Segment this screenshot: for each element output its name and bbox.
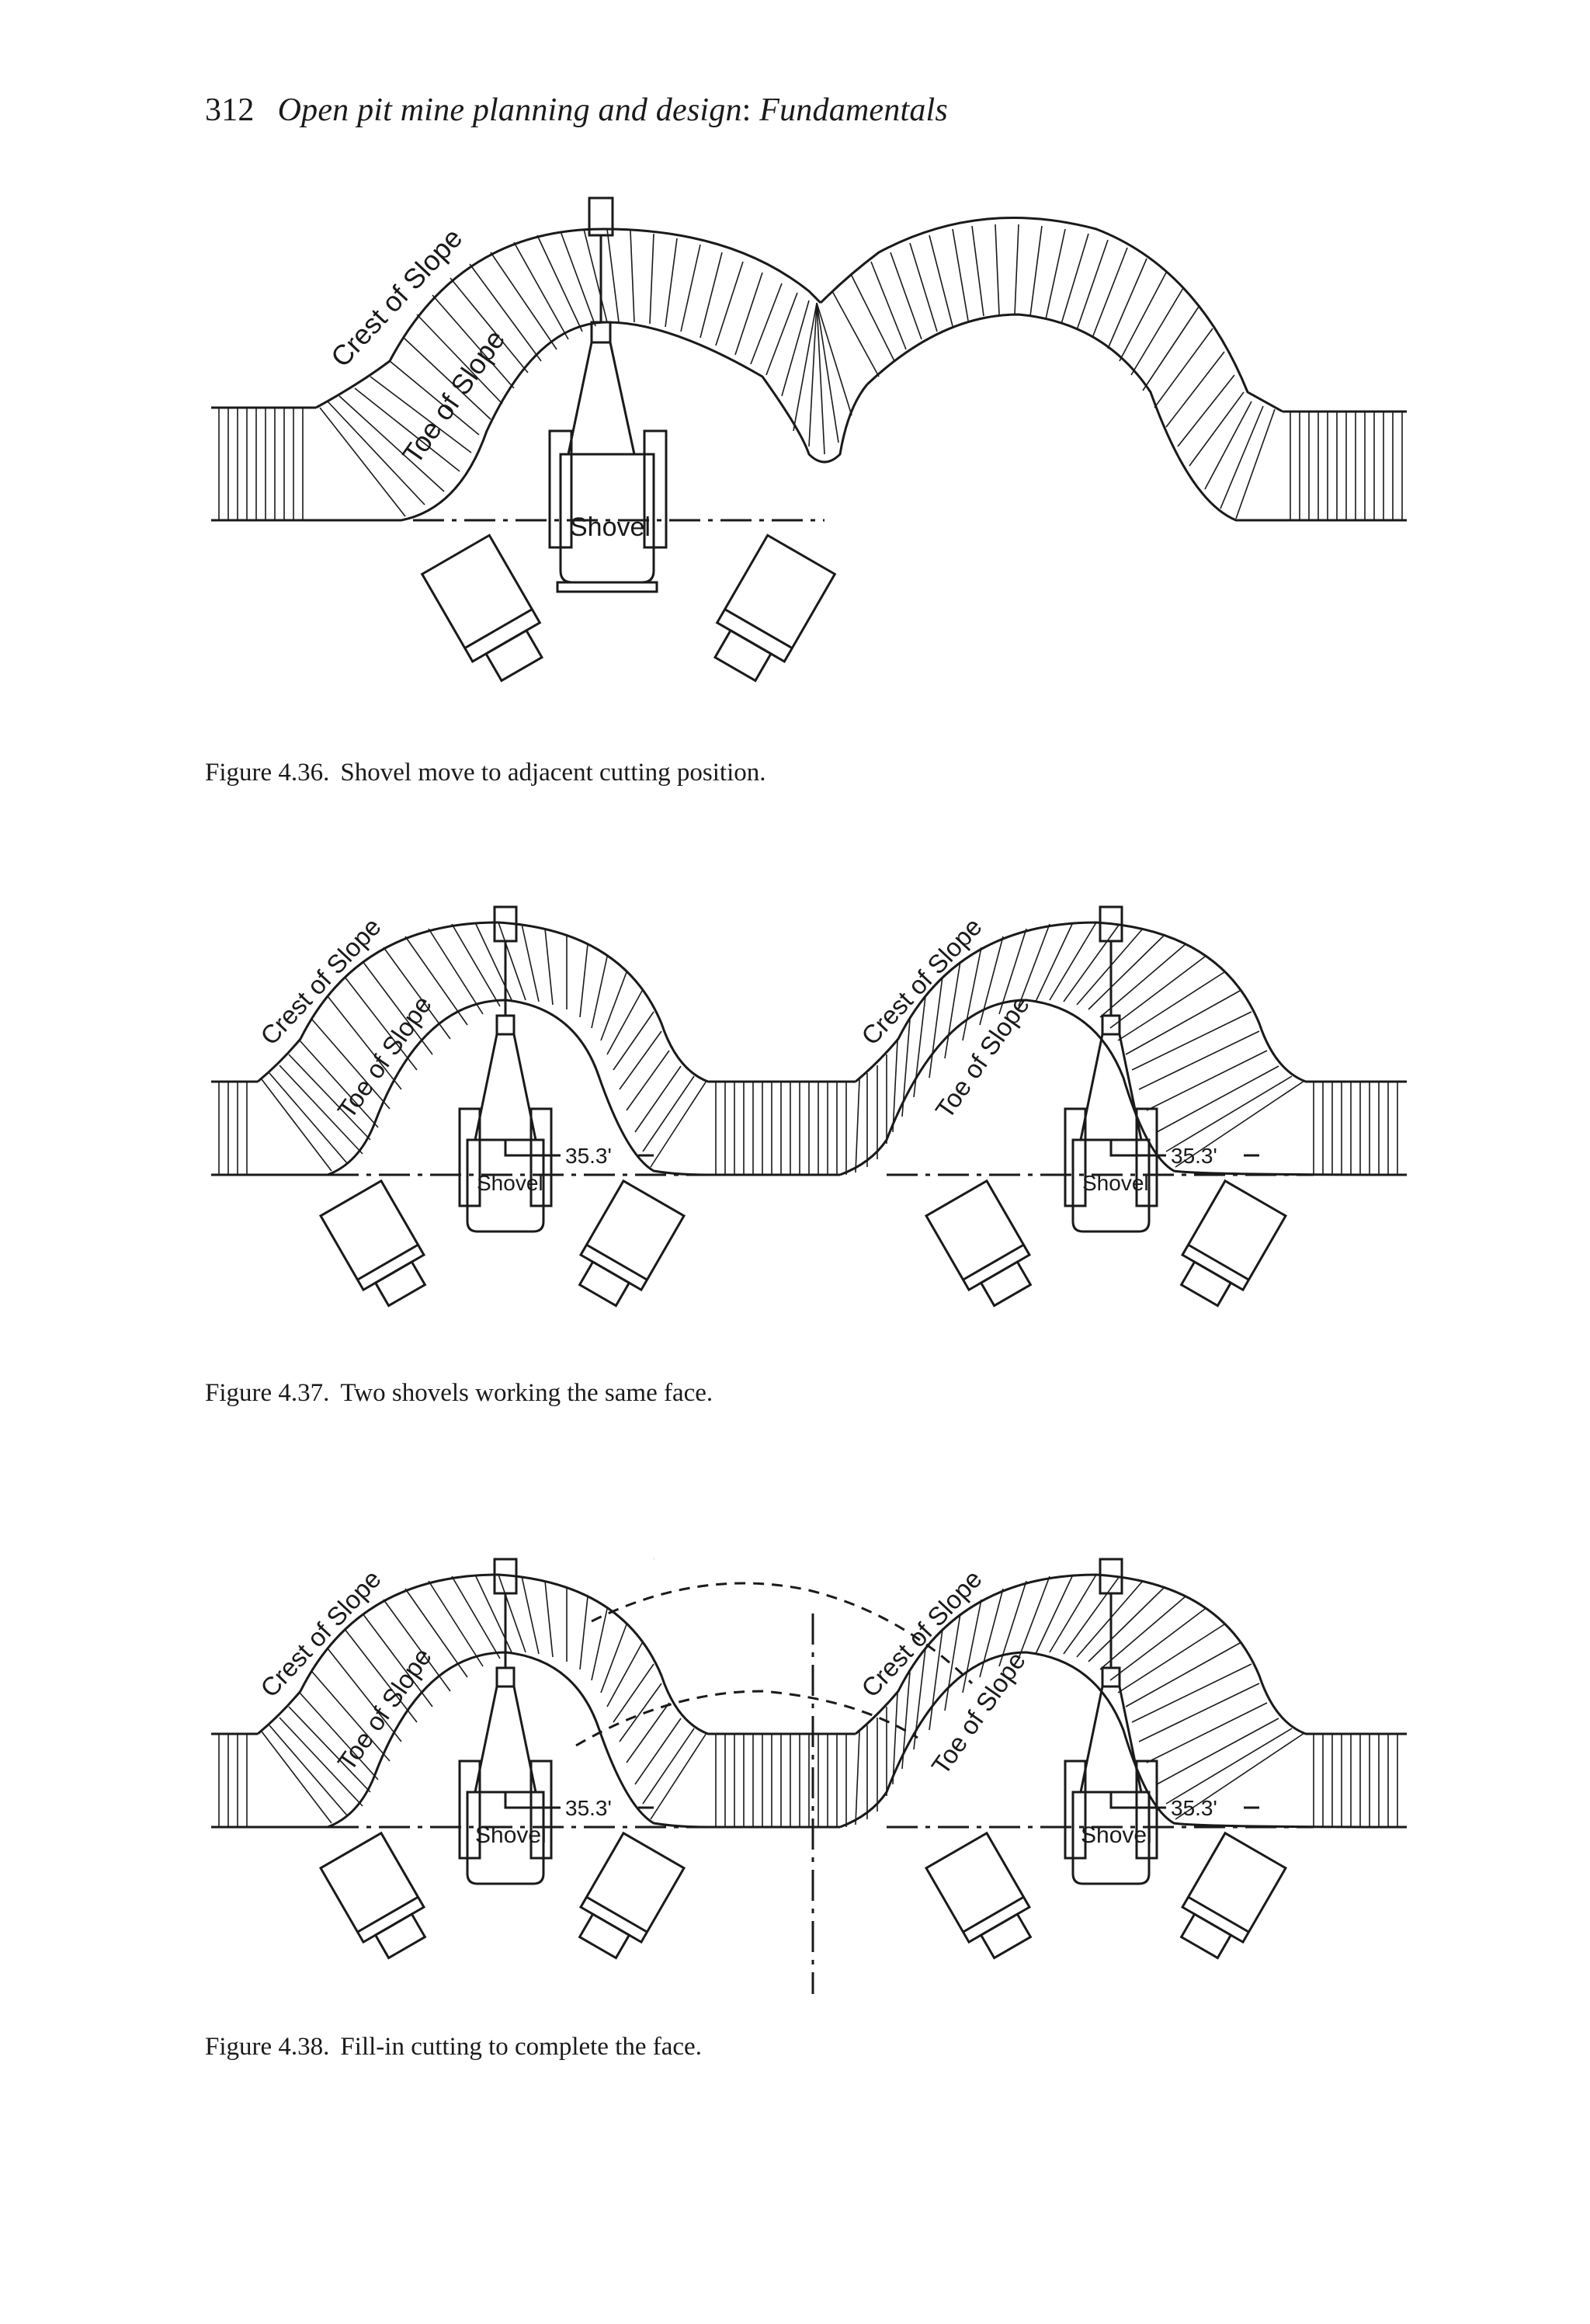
toe-of-slope-label-right: Toe of Slope: [925, 1647, 1031, 1780]
toe-of-slope-label: Toe of Slope: [396, 324, 511, 469]
figure-4-37-diagram: Crest of Slope Toe of Slope Shovel 35.3'…: [211, 905, 1408, 1308]
caption-text: Fill-in cutting to complete the face.: [340, 2033, 702, 2061]
shovel-label-right: Shovel: [1081, 1822, 1152, 1848]
dimension-label-left: 35.3': [565, 1796, 612, 1820]
figure-4-38: Crest of Slope Toe of Slope Shovel 35.3'…: [203, 1558, 1415, 1994]
shovel-label: Shovel: [570, 512, 651, 542]
figure-4-37: Crest of Slope Toe of Slope Shovel 35.3'…: [203, 905, 1415, 1342]
shovel-label-right: Shovel: [1082, 1171, 1149, 1195]
book-title: Open pit mine planning and design: [277, 92, 742, 128]
figure-4-38-caption: Figure 4.38. Fill-in cutting to complete …: [205, 2033, 702, 2062]
caption-text: Two shovels working the same face.: [340, 1379, 713, 1407]
dimension-label-left: 35.3': [565, 1144, 612, 1168]
page-header: 312 Open pit mine planning and design: Fu…: [205, 92, 948, 129]
shovel-label-left: Shovel: [475, 1822, 547, 1848]
page-number: 312: [205, 92, 255, 128]
shovel-label-left: Shovel: [477, 1171, 543, 1195]
caption-number: Figure 4.37.: [205, 1379, 330, 1407]
book-subtitle: Fundamentals: [759, 92, 948, 128]
figure-4-38-diagram: Crest of Slope Toe of Slope Shovel 35.3'…: [211, 1558, 1408, 1994]
title-separator: :: [741, 92, 752, 128]
caption-number: Figure 4.38.: [205, 2033, 330, 2061]
figure-4-37-caption: Figure 4.37. Two shovels working the same…: [205, 1379, 713, 1408]
figure-4-36: Crest of Slope Toe of Slope Shovel: [203, 196, 1415, 742]
caption-number: Figure 4.36.: [205, 759, 330, 787]
dimension-label-right: 35.3': [1171, 1144, 1217, 1168]
figure-4-36-caption: Figure 4.36. Shovel move to adjacent cutt…: [205, 759, 766, 787]
figure-4-36-diagram: Crest of Slope Toe of Slope Shovel: [211, 196, 1407, 683]
dimension-label-right: 35.3': [1171, 1796, 1217, 1820]
caption-text: Shovel move to adjacent cutting position…: [340, 759, 766, 787]
